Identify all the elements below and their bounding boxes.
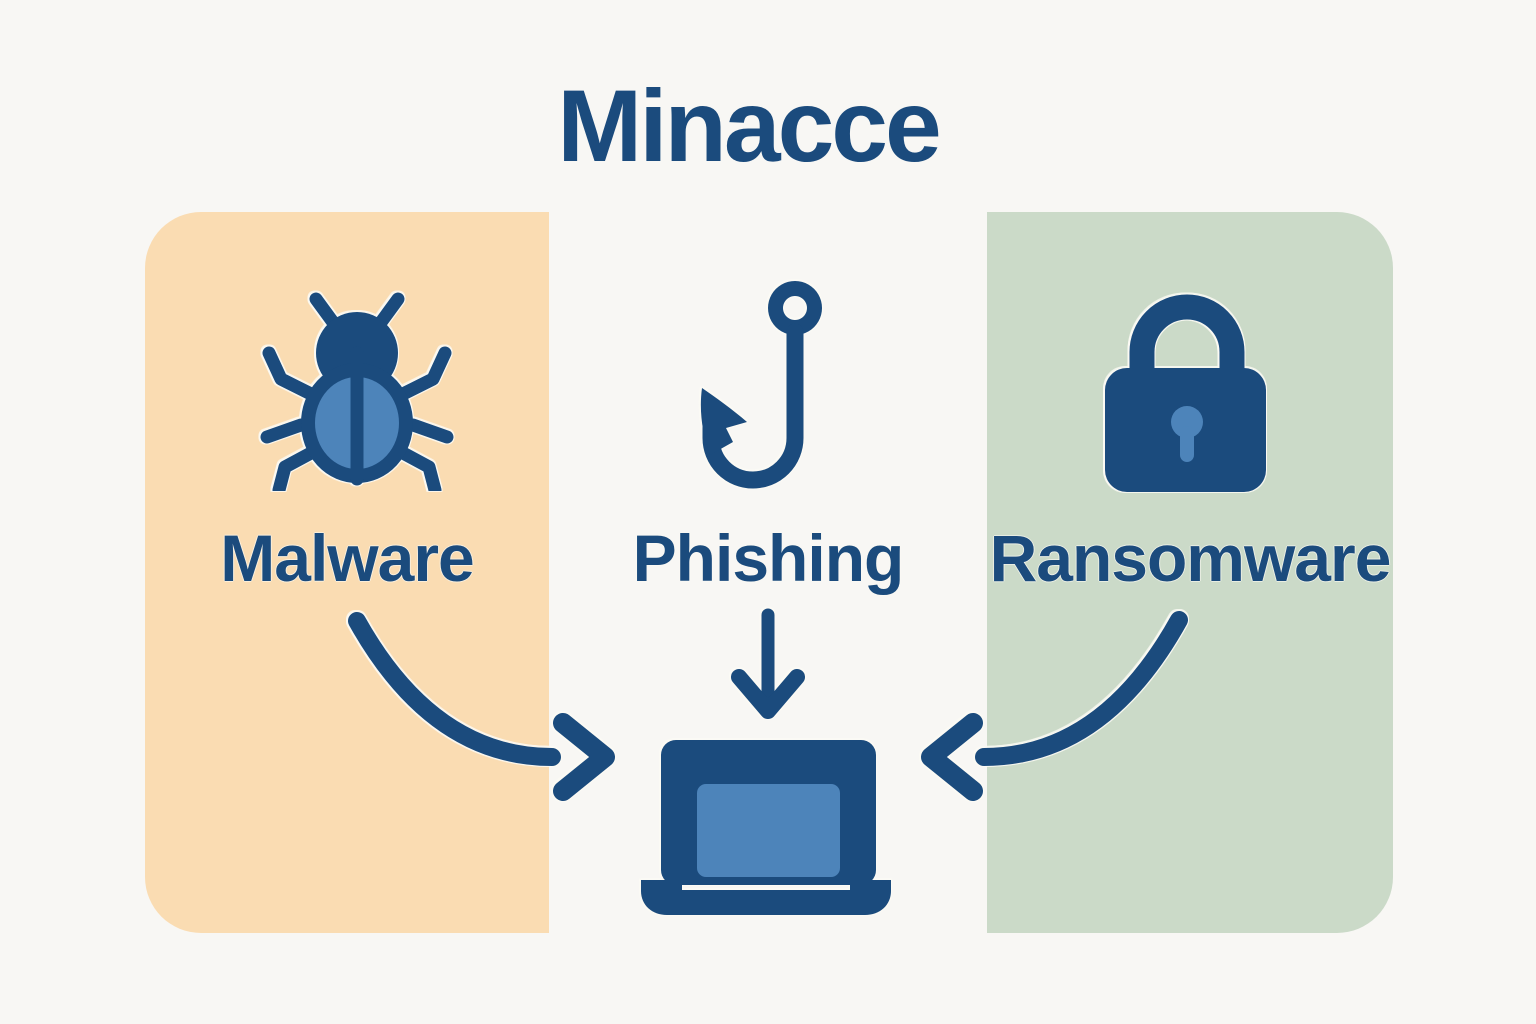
- phishing-label: Phishing: [632, 521, 905, 595]
- malware-label: Malware: [220, 521, 474, 595]
- padlock-icon: [1105, 294, 1266, 492]
- bug-icon: [260, 292, 454, 491]
- ransomware-panel: [987, 212, 1393, 933]
- page-title: Minacce: [557, 69, 942, 183]
- fishhook-icon: [700, 281, 823, 489]
- laptop-icon: [641, 740, 891, 915]
- ransomware-label: Ransomware: [989, 521, 1392, 595]
- phishing-down-arrow: [731, 608, 805, 719]
